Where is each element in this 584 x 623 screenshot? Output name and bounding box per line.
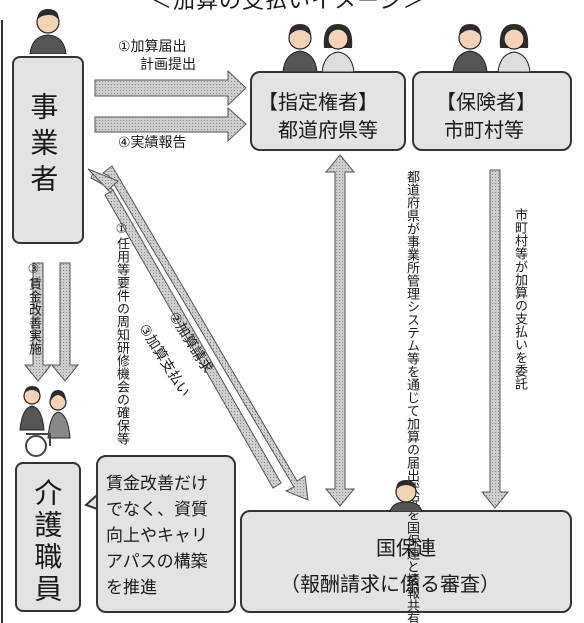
label-entrust: 市町村等が加算の支払いを委託 [512, 208, 527, 390]
arrow-payment-head [87, 168, 119, 194]
shitei-role: 【指定権者】 [258, 90, 378, 114]
hokensha-role: 【保険者】 [436, 90, 536, 114]
person-icon-insurer-man [452, 24, 488, 72]
arrow-report [94, 106, 247, 143]
arrow-entrust [480, 169, 510, 509]
kaigo-box [15, 462, 81, 612]
person-icon-designated-man [282, 24, 318, 72]
label-notification-line1: ①加算届出 [118, 39, 187, 55]
hokensha-box [412, 71, 572, 151]
arrow-wage [23, 262, 53, 382]
arrow-notification [94, 69, 247, 107]
person-icon-kokuho [389, 480, 423, 512]
label-training: ①任用等要件の周知研修機会の確保等 [114, 222, 129, 445]
arrow-payment [90, 172, 282, 489]
diagram-title: ＜加算の支払いイメージ＞ [150, 0, 426, 14]
kaigo-label: 介護職員 [30, 478, 64, 606]
hokensha-name: 市町村等 [444, 118, 524, 142]
label-info-share: 都道府県が事業所管理システム等を通じて加算の届出状況を国保連と情報共有 [404, 170, 419, 623]
jigyosha-label: 事業者 [26, 92, 60, 200]
note-text: 賃金改善だけ でなく、資質 向上やキャリ アパスの構築 を推進 [106, 474, 208, 598]
person-icon-designated-woman [321, 24, 355, 72]
jigyosha-box [12, 56, 84, 244]
label-report: ④実績報告 [118, 135, 187, 151]
arrow-training [50, 262, 80, 382]
shitei-name: 都道府県等 [278, 118, 378, 142]
note-bubble [96, 455, 236, 613]
kokuho-subtitle: （報酬請求に係る審査） [280, 572, 500, 596]
kokuho-name: 国保連 [376, 536, 436, 560]
person-icon-business [29, 9, 67, 54]
person-icon-caregiver-group [19, 386, 71, 457]
label-wage-improvement: ③賃金改善実施 [26, 262, 41, 355]
arrow-claim [102, 165, 309, 501]
person-icon-insurer-woman [497, 24, 531, 72]
shitei-box [250, 71, 406, 151]
arrow-info-share [324, 154, 356, 507]
label-notification-line2: 計画提出 [140, 57, 196, 73]
